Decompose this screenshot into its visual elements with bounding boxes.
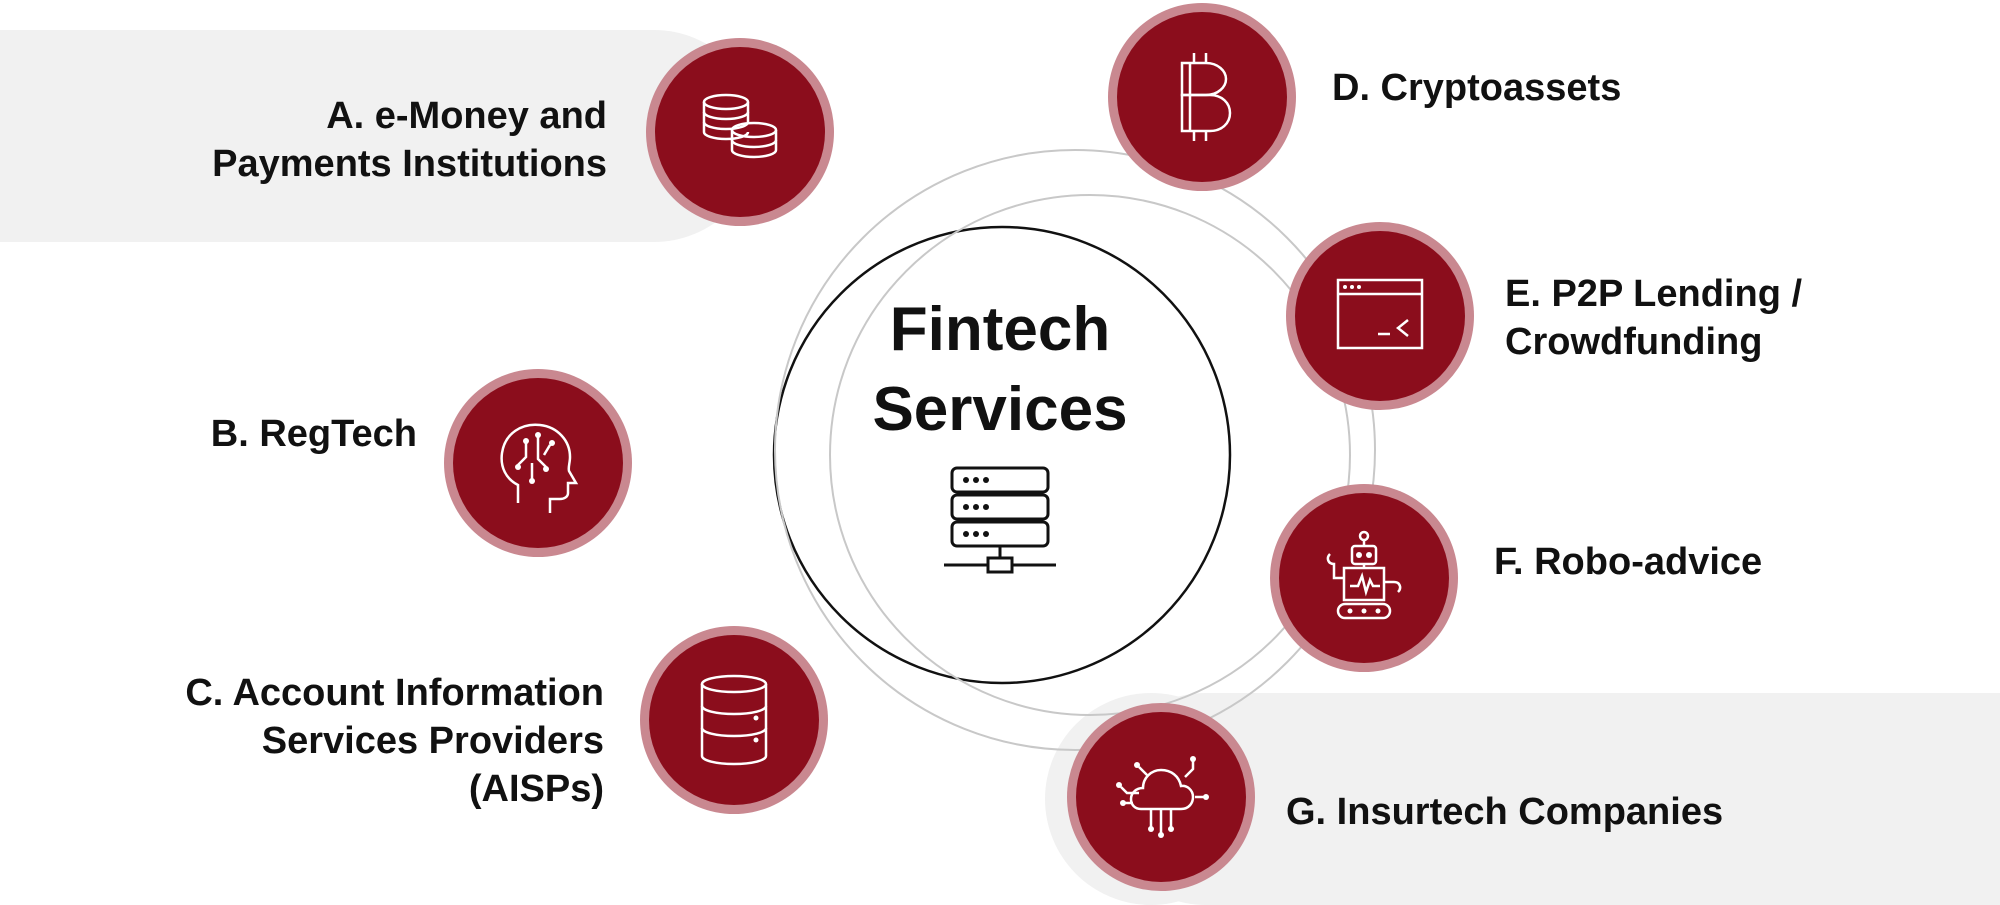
center-title-line1: Fintech <box>889 295 1111 364</box>
cloud-network-icon <box>1116 756 1209 838</box>
label-c-line3: (AISPs) <box>468 768 604 810</box>
coins-icon <box>702 93 778 159</box>
label-a-line2: Payments Institutions <box>212 143 607 185</box>
node-g <box>1076 712 1246 882</box>
node-b <box>453 378 623 548</box>
label-e-line1: E. P2P Lending / <box>1505 273 1803 315</box>
server-network-icon <box>944 466 1056 574</box>
label-d-line1: D. Cryptoassets <box>1332 67 1622 109</box>
label-d: D. Cryptoassets <box>1332 64 1621 112</box>
node-a <box>655 47 825 217</box>
center-title: Fintech Services <box>800 290 1200 450</box>
node-d <box>1117 12 1287 182</box>
label-f: F. Robo-advice <box>1494 538 1762 586</box>
label-g-line1: G. Insurtech Companies <box>1286 791 1724 833</box>
node-c <box>649 635 819 805</box>
label-e-line2: Crowdfunding <box>1505 321 1763 363</box>
node-f <box>1279 493 1449 663</box>
database-icon <box>700 674 768 766</box>
highlight-band-a <box>0 30 760 242</box>
node-e <box>1295 231 1465 401</box>
head-circuit-icon <box>500 423 579 513</box>
label-c-line1: C. Account Information <box>185 672 604 714</box>
label-e: E. P2P Lending / Crowdfunding <box>1505 270 1802 366</box>
label-g: G. Insurtech Companies <box>1286 788 1723 836</box>
highlight-band-g <box>1100 693 2000 905</box>
label-a: A. e-Money and Payments Institutions <box>212 92 607 188</box>
center-circle <box>772 225 1232 685</box>
label-a-line1: A. e-Money and <box>326 95 607 137</box>
orbit-ring-inner <box>829 194 1351 716</box>
robot-icon <box>1326 530 1402 620</box>
terminal-window-icon <box>1336 278 1424 350</box>
label-b-line1: B. RegTech <box>210 413 417 455</box>
label-c: C. Account Information Services Provider… <box>185 669 604 813</box>
orbit-ring-outer <box>774 149 1376 751</box>
label-b: B. RegTech <box>211 410 417 458</box>
label-c-line2: Services Providers <box>261 720 604 762</box>
label-f-line1: F. Robo-advice <box>1494 541 1763 583</box>
bitcoin-icon <box>1180 53 1232 141</box>
center-title-line2: Services <box>872 375 1128 444</box>
